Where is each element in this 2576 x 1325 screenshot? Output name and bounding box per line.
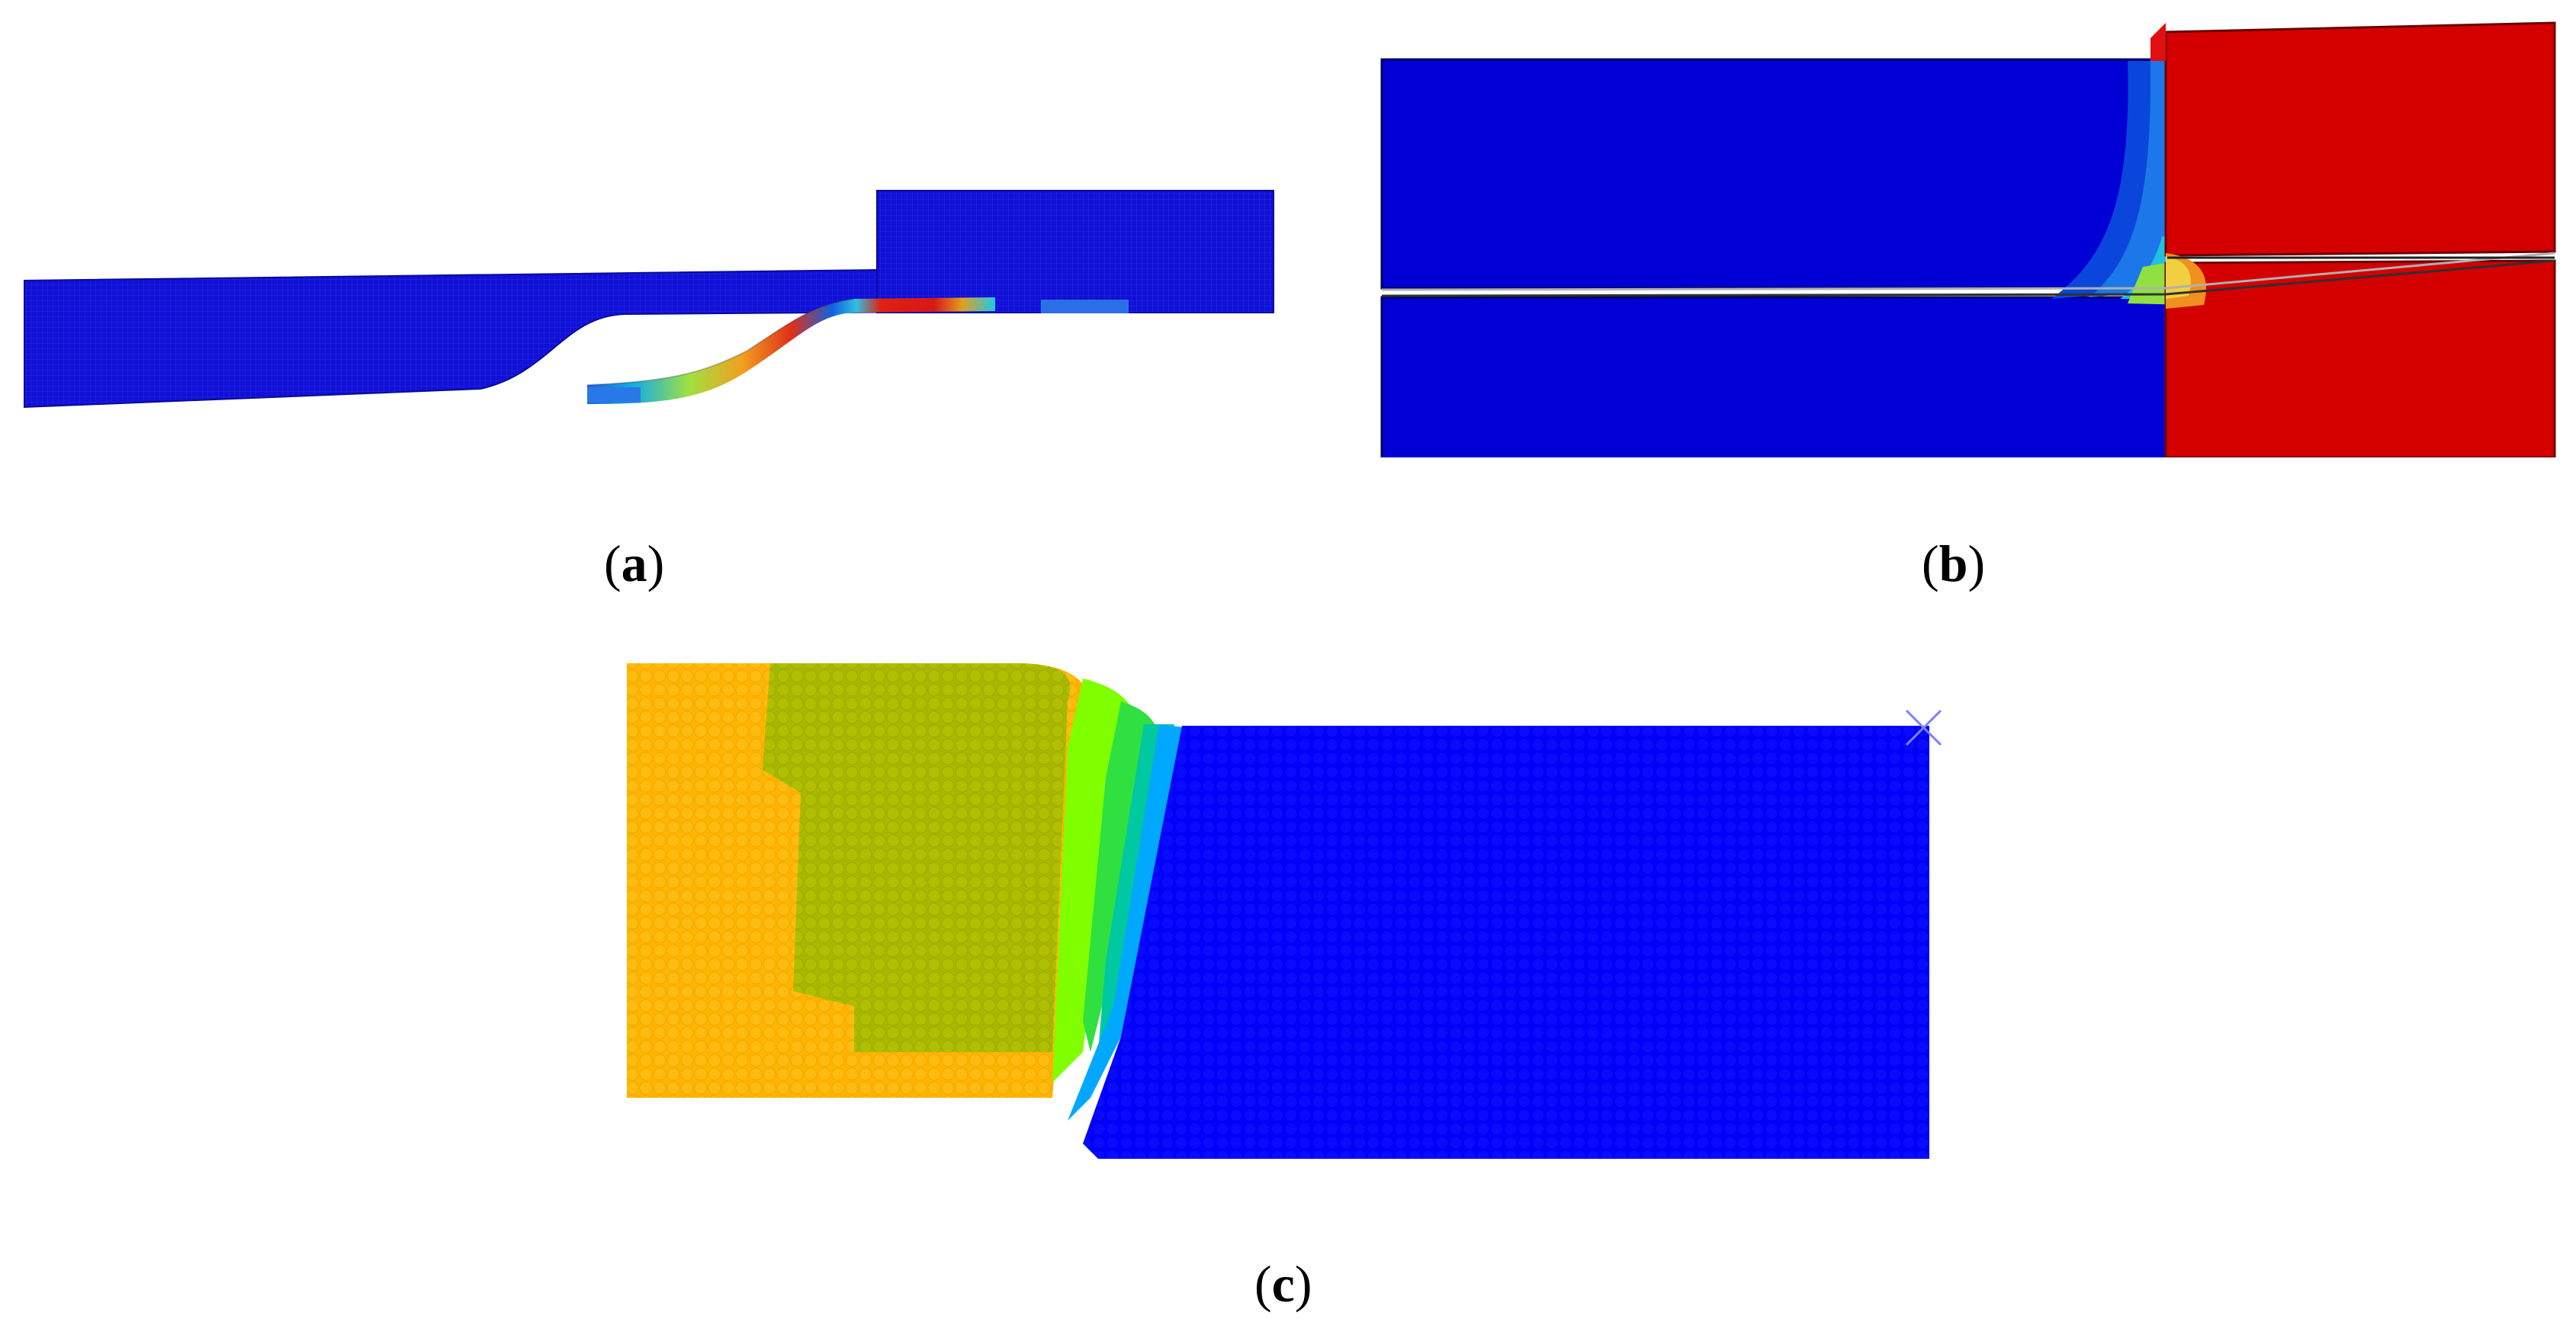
right-lower-block (2164, 259, 2556, 457)
panel-c (625, 656, 1967, 1182)
panel-a-figure (24, 190, 1274, 409)
contour-zone-2 (2089, 61, 2166, 297)
caption-b: (b) (1922, 534, 1986, 592)
caption-c: (c) (1254, 1255, 1312, 1313)
panel-b-figure (1380, 21, 2556, 457)
caption-a: (a) (604, 534, 665, 592)
lower-plate (24, 268, 1023, 409)
left-lower-block (1380, 296, 2169, 457)
patch-left (587, 387, 641, 403)
panel-c-figure (627, 663, 1942, 1159)
olive-region (763, 663, 1071, 1052)
bend-region (587, 297, 995, 404)
right-upper-block (2164, 21, 2556, 257)
right-particle-block (1083, 726, 1929, 1159)
upper-plate (876, 190, 1274, 313)
panel-a (15, 183, 1281, 427)
panel-b (1380, 15, 2570, 457)
x-marker (1905, 709, 1942, 746)
left-upper-block (1380, 58, 2169, 290)
transition-cyan (1068, 724, 1190, 1121)
patch-right (1041, 300, 1129, 313)
